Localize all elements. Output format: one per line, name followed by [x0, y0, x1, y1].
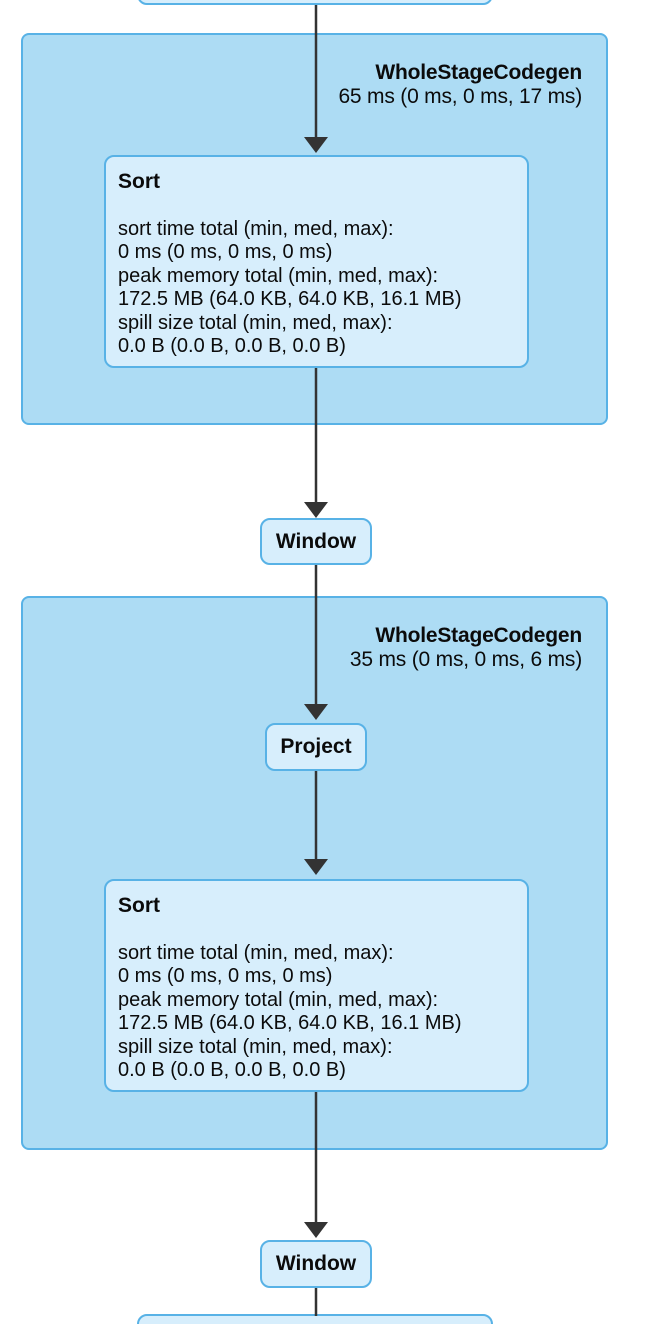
metric-line: peak memory total (min, med, max): — [118, 264, 439, 287]
arrowhead-icon-5 — [304, 1222, 328, 1238]
metric-line: sort time total (min, med, max): — [118, 217, 394, 240]
cluster-1-name: WholeStageCodegen — [375, 61, 582, 84]
cluster-1-timing: 65 ms (0 ms, 0 ms, 17 ms) — [338, 84, 582, 108]
node-window-2[interactable]: Window — [260, 1240, 372, 1288]
node-partial-top[interactable] — [137, 0, 493, 5]
node-sort-2[interactable]: Sort sort time total (min, med, max): 0 … — [104, 879, 529, 1092]
metric-line: peak memory total (min, med, max): — [118, 988, 439, 1011]
node-window-1-label: Window — [275, 529, 357, 553]
node-project-label: Project — [280, 735, 352, 758]
cluster-wholestagecodegen-2: WholeStageCodegen 35 ms (0 ms, 0 ms, 6 m… — [21, 596, 608, 1150]
node-window-1[interactable]: Window — [260, 518, 372, 565]
metric-line: spill size total (min, med, max): — [118, 311, 393, 334]
node-sort-1[interactable]: Sort sort time total (min, med, max): 0 … — [104, 155, 529, 368]
cluster-wholestagecodegen-1: WholeStageCodegen 65 ms (0 ms, 0 ms, 17 … — [21, 33, 608, 425]
metric-line: 172.5 MB (64.0 KB, 64.0 KB, 16.1 MB) — [118, 1012, 462, 1034]
node-partial-bottom[interactable] — [137, 1314, 493, 1324]
metric-line: 172.5 MB (64.0 KB, 64.0 KB, 16.1 MB) — [118, 288, 462, 310]
metric-line: 0 ms (0 ms, 0 ms, 0 ms) — [118, 241, 333, 263]
metric-line: sort time total (min, med, max): — [118, 941, 394, 964]
metric-line: 0 ms (0 ms, 0 ms, 0 ms) — [118, 965, 333, 987]
metric-line: 0.0 B (0.0 B, 0.0 B, 0.0 B) — [118, 335, 346, 357]
cluster-2-name: WholeStageCodegen — [375, 624, 582, 647]
node-window-2-label: Window — [275, 1252, 357, 1275]
metric-line: 0.0 B (0.0 B, 0.0 B, 0.0 B) — [118, 1059, 346, 1081]
node-sort-1-title: Sort — [118, 170, 160, 193]
cluster-1-label: WholeStageCodegen 65 ms (0 ms, 0 ms, 17 … — [338, 61, 582, 108]
cluster-2-timing: 35 ms (0 ms, 0 ms, 6 ms) — [349, 647, 582, 671]
cluster-2-label: WholeStageCodegen 35 ms (0 ms, 0 ms, 6 m… — [350, 624, 582, 671]
arrowhead-icon-2 — [304, 502, 328, 518]
node-project[interactable]: Project — [265, 723, 367, 771]
metric-line: spill size total (min, med, max): — [118, 1035, 393, 1058]
node-sort-2-title: Sort — [118, 894, 160, 917]
